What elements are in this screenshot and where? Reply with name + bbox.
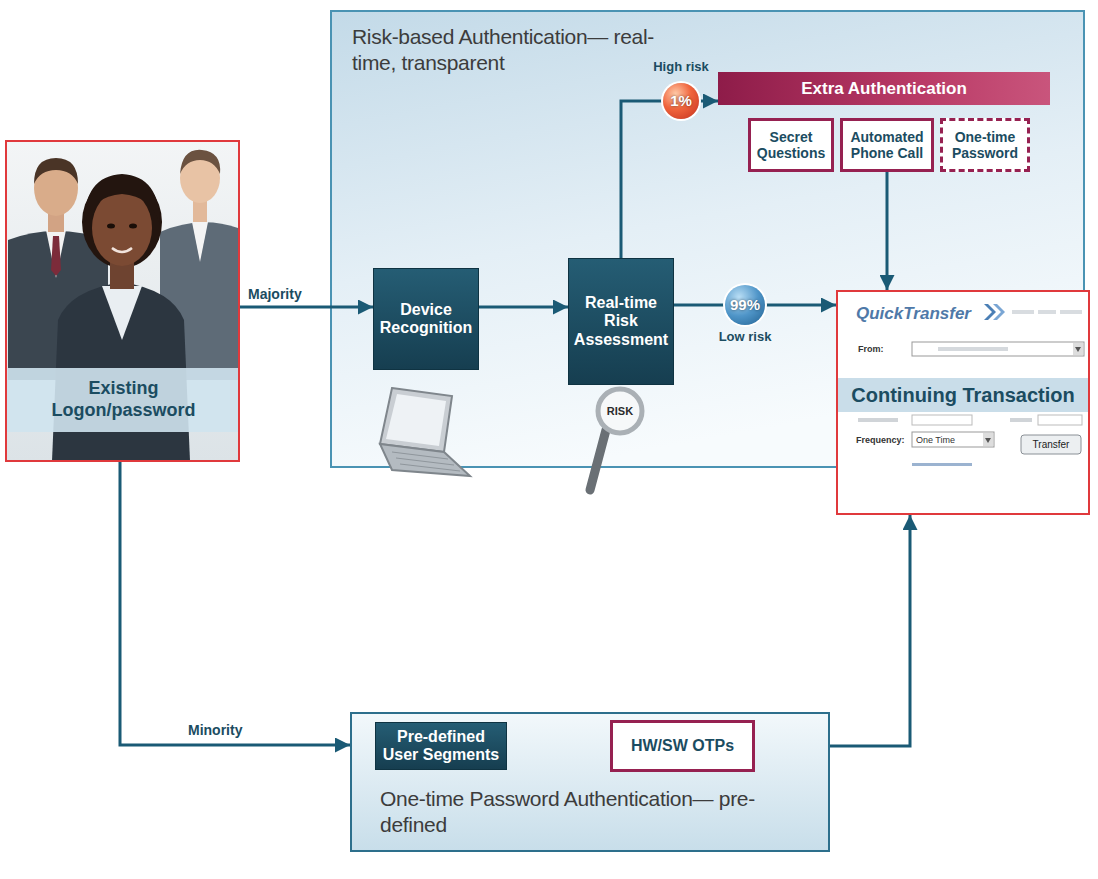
user-photo-box: Existing Logon/password xyxy=(5,140,240,462)
method-panel: One-time Password Authentication— pre-de… xyxy=(350,712,830,852)
box-text: Pre-defined User Segments xyxy=(380,728,502,765)
edge-label-slot: Minority xyxy=(186,722,244,739)
risk-circle: High risk1% xyxy=(663,83,699,119)
text-slot: From: xyxy=(858,343,908,355)
text-slot: High risk xyxy=(631,59,731,75)
connector xyxy=(120,462,350,745)
connector xyxy=(479,306,568,309)
risk-circle: 99%Low risk xyxy=(725,285,765,325)
text-slot: One Time xyxy=(916,434,976,446)
text-slot: Low risk xyxy=(695,329,795,345)
magnifier-illustration xyxy=(590,389,642,490)
box-text: Automated Phone Call xyxy=(847,129,927,161)
method-box: Secret Questions xyxy=(748,118,834,172)
screenshot-box: QuickTransferFrom: Continuing Transaction… xyxy=(836,290,1090,515)
label-slot: RISK xyxy=(598,404,642,418)
text-slot: Frequency: xyxy=(856,434,912,446)
text-slot: 99% xyxy=(725,285,765,325)
node-text: From: xyxy=(858,343,908,355)
method-box: HW/SW OTPs xyxy=(610,720,755,772)
auth-group: Extra AuthenticationSecret Questions Auto… xyxy=(718,72,1050,172)
node-text: QuickTransfer xyxy=(856,304,996,324)
box-text: Secret Questions xyxy=(755,129,827,161)
node-text: Transfer xyxy=(1021,435,1081,454)
text-slot: Risk-based Authentication— real-time, tr… xyxy=(352,24,662,77)
connector xyxy=(240,306,373,309)
node-text: One-time Password Authentication— pre-de… xyxy=(380,786,770,839)
process-box: Real-time Risk Assessment xyxy=(568,258,674,385)
connector xyxy=(674,304,725,307)
box-text: Device Recognition xyxy=(378,301,474,338)
node-text: Existing Logon/password xyxy=(25,378,222,421)
connector xyxy=(765,304,836,307)
method-box: One-time Password xyxy=(940,118,1030,172)
people-photo xyxy=(6,141,239,461)
text-slot: QuickTransfer xyxy=(856,304,996,324)
text-slot: 1% xyxy=(663,83,699,119)
node-text: High risk xyxy=(631,59,731,75)
process-box: Pre-defined User Segments xyxy=(375,722,507,770)
text-slot: Transfer xyxy=(1021,435,1081,454)
edge-label: Minority xyxy=(186,722,244,738)
edge-label: Majority xyxy=(246,286,304,302)
text-slot: Continuing Transaction xyxy=(838,378,1088,412)
edge-label-slot: Majority xyxy=(246,286,304,303)
connector xyxy=(886,172,889,290)
connector xyxy=(621,101,663,258)
method-box: Automated Phone Call xyxy=(840,118,934,172)
node-text: One Time xyxy=(916,434,976,446)
box-text: HW/SW OTPs xyxy=(631,737,734,755)
transfer-screenshot xyxy=(837,291,1089,514)
text-slot: Extra Authentication xyxy=(718,72,1050,105)
box-text: Real-time Risk Assessment xyxy=(573,294,669,349)
node-text: Extra Authentication xyxy=(718,72,1050,105)
node-text: 99% xyxy=(725,285,765,325)
connector xyxy=(699,100,718,103)
node-text: Frequency: xyxy=(856,434,912,446)
box-text: One-time Password xyxy=(947,129,1023,161)
laptop-illustration xyxy=(380,388,470,476)
magnifier-label: RISK xyxy=(598,404,642,418)
node-text: 1% xyxy=(663,83,699,119)
text-slot: Existing Logon/password xyxy=(25,378,222,421)
node-text: Continuing Transaction xyxy=(838,378,1088,412)
node-text: Risk-based Authentication— real-time, tr… xyxy=(352,24,662,77)
text-slot: One-time Password Authentication— pre-de… xyxy=(380,786,770,839)
node-text: Low risk xyxy=(695,329,795,345)
process-box: Device Recognition xyxy=(373,268,479,370)
